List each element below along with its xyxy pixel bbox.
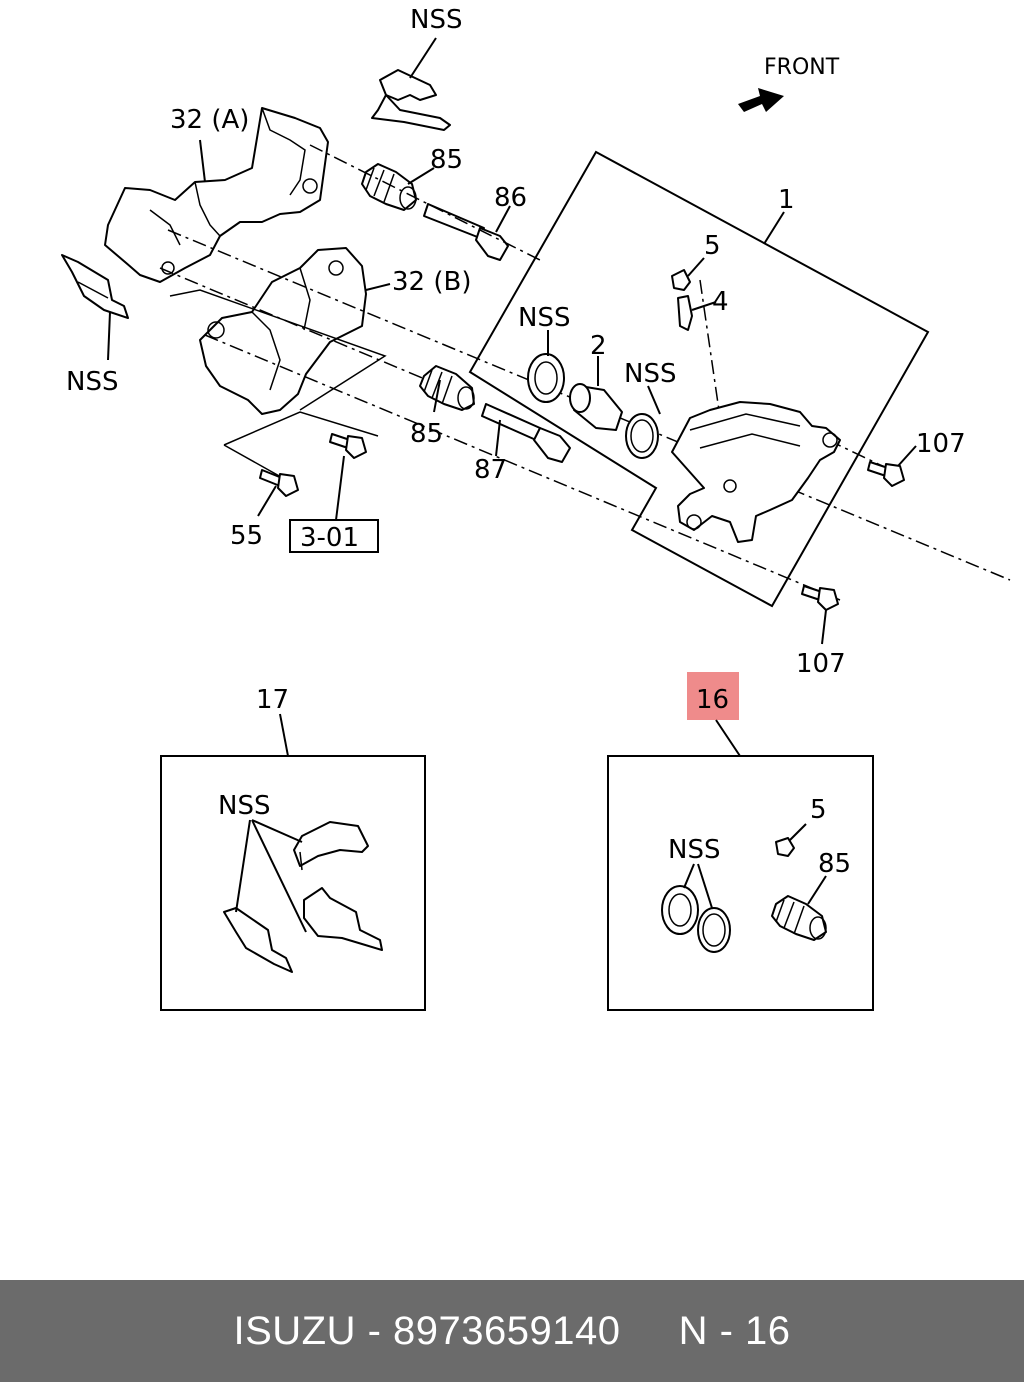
boot-85-top [361,163,417,211]
pin-86 [423,203,509,261]
ref-box-3-01 [289,519,379,553]
label-nss-seal: NSS [518,303,570,333]
nss-clip-top [371,37,451,131]
label-nss-top: NSS [410,5,462,35]
kit-17-shim [303,887,383,951]
kit-16-ring [697,907,731,953]
label-32b: 32 (B) [392,267,471,297]
label-nss-left: NSS [66,367,118,397]
kit-17-pad [293,821,369,871]
cap-5 [671,269,691,291]
footer-bar: ISUZU - 8973659140 N - 16 [0,1280,1024,1382]
footer-position-code: N - 16 [678,1308,791,1353]
assembly-1-frame [468,150,930,608]
label-32a: 32 (A) [170,105,249,135]
label-4: 4 [712,287,729,317]
bolt-55 [259,469,299,497]
bolt-107-bottom [801,585,839,611]
label-107-bottom: 107 [796,649,846,679]
label-85-top: 85 [430,145,463,175]
label-85-bottom: 85 [410,419,443,449]
footer-gap [621,1309,679,1354]
bracket-32b [199,247,367,415]
label-17: 17 [256,685,289,715]
boot-85-bottom [419,365,475,411]
parts-diagram: NSS FRONT 32 (A) 85 86 NSS [61,5,1011,1011]
label-5: 5 [704,231,721,261]
label-2: 2 [590,331,607,361]
footer-separator: - [355,1308,394,1353]
bleeder-4 [677,295,693,331]
pin-87 [481,403,571,463]
label-86: 86 [494,183,527,213]
front-arrow-icon [738,88,784,112]
label-kit16-5: 5 [810,795,827,825]
kit-16-boot [771,895,827,941]
label-87: 87 [474,455,507,485]
kit-16-cap [775,837,795,857]
label-3-01: 3-01 [300,523,359,553]
label-kit16-nss: NSS [668,835,720,865]
nss-seal [527,353,565,403]
highlight-16 [687,672,739,720]
label-107-right: 107 [916,429,966,459]
label-front: FRONT [764,55,840,80]
kit-16-box [607,755,874,1011]
footer-part-number: 8973659140 [393,1308,621,1353]
label-kit17-nss: NSS [218,791,270,821]
piston-2 [569,383,623,431]
nss-clip-left [61,254,129,319]
label-55: 55 [230,521,263,551]
kit-16-seal [661,885,699,935]
kit-17-clip [223,907,293,973]
label-16: 16 [696,685,729,715]
footer-brand: ISUZU [233,1308,356,1353]
kit-17-box [160,755,426,1011]
nss-ring [625,413,659,459]
label-nss-ring: NSS [624,359,676,389]
bolt-3-01 [329,433,367,459]
caliper-body [671,401,841,543]
label-kit16-85: 85 [818,849,851,879]
label-1: 1 [778,185,795,215]
bracket-32a [104,107,329,283]
